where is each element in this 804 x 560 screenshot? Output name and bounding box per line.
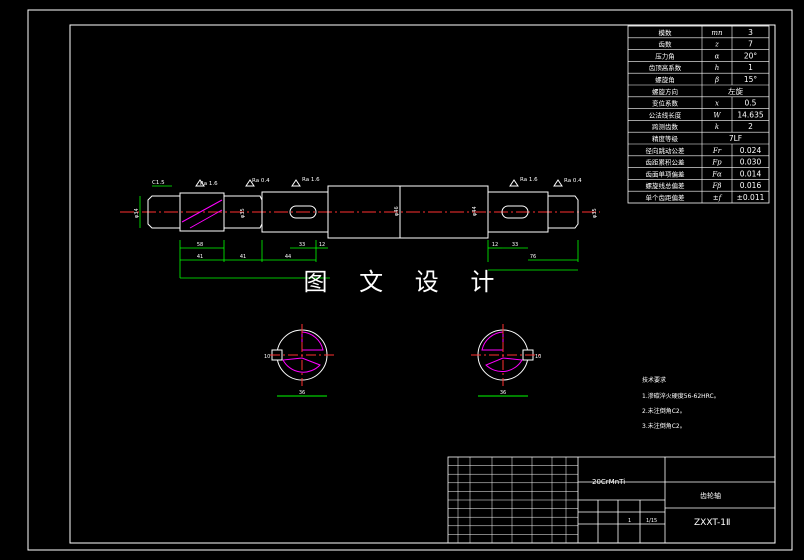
section-right-key: 10 (535, 354, 541, 360)
roughness-4: Ra 1.6 (520, 177, 538, 183)
param-name: 模数 (659, 28, 673, 37)
param-name: 螺旋方向 (652, 87, 678, 96)
param-symbol: β (714, 76, 719, 84)
param-value: 0.016 (740, 181, 762, 190)
param-symbol: k (715, 123, 719, 131)
technical-notes: 技术要求 1.渗碳淬火硬度56-62HRC。 2.未注倒角C2。 3.未注倒角C… (642, 376, 720, 430)
section-left-key: 10 (264, 354, 270, 360)
param-value: 3 (748, 28, 753, 37)
param-value: 14.635 (737, 110, 763, 119)
param-symbol: z (714, 41, 719, 49)
dia-label-2: φ35 (240, 208, 246, 218)
diameter-labels: φ34 φ35 φ46 φ44 φ35 (134, 206, 598, 218)
shaft-main-view (120, 185, 600, 239)
dim-33b: 33 (512, 242, 518, 248)
param-symbol: mn (711, 29, 723, 37)
roughness-1: Ra 1.6 (200, 181, 218, 187)
chamfer-label: C1.5 (152, 180, 165, 186)
param-name: 径向跳动公差 (646, 146, 686, 155)
keyway-left (289, 205, 317, 219)
scale-ratio: 1/15 (646, 518, 657, 524)
note-1: 1.渗碳淬火硬度56-62HRC。 (642, 392, 720, 400)
dia-label-5: φ35 (592, 208, 598, 218)
dim-41a: 41 (197, 254, 203, 260)
dim-44: 44 (285, 254, 291, 260)
sheet-count: 1 (628, 518, 631, 524)
part-name: 齿轮轴 (700, 491, 721, 500)
param-symbol: ±f (713, 194, 723, 202)
param-value: 0.024 (740, 146, 762, 155)
param-name: 齿数 (659, 40, 673, 49)
dim-76: 76 (530, 254, 536, 260)
param-value: 2 (748, 122, 753, 131)
roughness-5: Ra 0.4 (564, 178, 582, 184)
param-name: 齿距累积公差 (646, 158, 686, 167)
length-labels: 58 41 41 44 33 12 12 33 76 (197, 242, 536, 260)
section-view-right: 36 10 (471, 324, 541, 397)
helix-line-2 (189, 209, 223, 229)
param-name: 齿顶高系数 (649, 63, 682, 72)
param-symbol: Fp (711, 159, 722, 167)
section-view-left: 36 10 (264, 324, 334, 397)
param-value: 0.030 (740, 158, 762, 167)
param-name: 变位系数 (652, 99, 679, 108)
param-symbol: x (715, 100, 719, 108)
param-name: 齿面单项偏差 (646, 169, 686, 178)
note-2: 2.未注倒角C2。 (642, 407, 686, 415)
keyway-right (501, 205, 529, 219)
param-name: 单个齿距偏差 (646, 193, 686, 202)
param-symbol: Fβ (712, 182, 722, 190)
param-value: 左旋 (728, 86, 743, 96)
roughness-2: Ra 0.4 (252, 178, 270, 184)
dia-label-4: φ44 (472, 206, 478, 216)
section-left-width: 36 (299, 390, 305, 396)
param-value: 1 (748, 63, 753, 72)
param-value: 0.5 (745, 99, 757, 108)
param-symbol: h (715, 64, 720, 72)
param-value: 15° (744, 75, 758, 84)
dim-12a: 12 (319, 242, 325, 248)
drawing-number: ZXXT-1Ⅱ (694, 518, 730, 528)
material-label: 20CrMnTi (592, 478, 625, 486)
dia-label-3: φ46 (394, 206, 400, 216)
title-block-text: 20CrMnTi 齿轮轴 ZXXT-1Ⅱ 1 1/15 (592, 478, 730, 528)
title-block (447, 456, 776, 544)
roughness-3: Ra 1.6 (302, 177, 320, 183)
watermark-text: 图 文 设 计 (303, 268, 507, 296)
helix-line-1 (181, 199, 223, 223)
param-name: 螺旋角 (655, 75, 675, 84)
drawing-frame (27, 9, 793, 551)
shaft-end-right (547, 195, 579, 229)
param-value: 7 (748, 40, 753, 49)
param-value: 7LF (729, 134, 742, 143)
param-symbol: W (713, 111, 721, 119)
dim-33a: 33 (299, 242, 305, 248)
param-name: 公法线长度 (649, 110, 682, 119)
param-name: 跨测齿数 (652, 122, 679, 131)
param-value: 0.014 (740, 169, 762, 178)
dimension-lines (139, 185, 579, 279)
param-value: ±0.011 (737, 193, 765, 202)
roughness-marks: C1.5 Ra 1.6 Ra 0.4 Ra 1.6 Ra 1.6 Ra 0.4 (152, 177, 582, 187)
param-value: 20° (744, 51, 758, 60)
param-name: 精度等级 (652, 134, 679, 143)
param-symbol: Fr (712, 147, 722, 155)
section-right-width: 36 (500, 390, 506, 396)
param-name: 螺旋线总偏差 (646, 181, 686, 190)
notes-title: 技术要求 (642, 376, 666, 384)
param-symbol: α (715, 52, 720, 60)
gear-parameter-table: 模数 mn 3 齿数 z 7 压力角 α 20° 齿顶高系数 h 1 螺旋角 β 15° 螺旋方向 左旋变位系数… (627, 25, 770, 204)
param-symbol: Fα (711, 170, 722, 178)
dim-12b: 12 (492, 242, 498, 248)
param-name: 压力角 (655, 51, 675, 60)
dim-41b: 41 (240, 254, 246, 260)
note-3: 3.未注倒角C2。 (642, 422, 686, 430)
dim-58: 58 (197, 242, 203, 248)
dia-label-1: φ34 (134, 208, 140, 218)
